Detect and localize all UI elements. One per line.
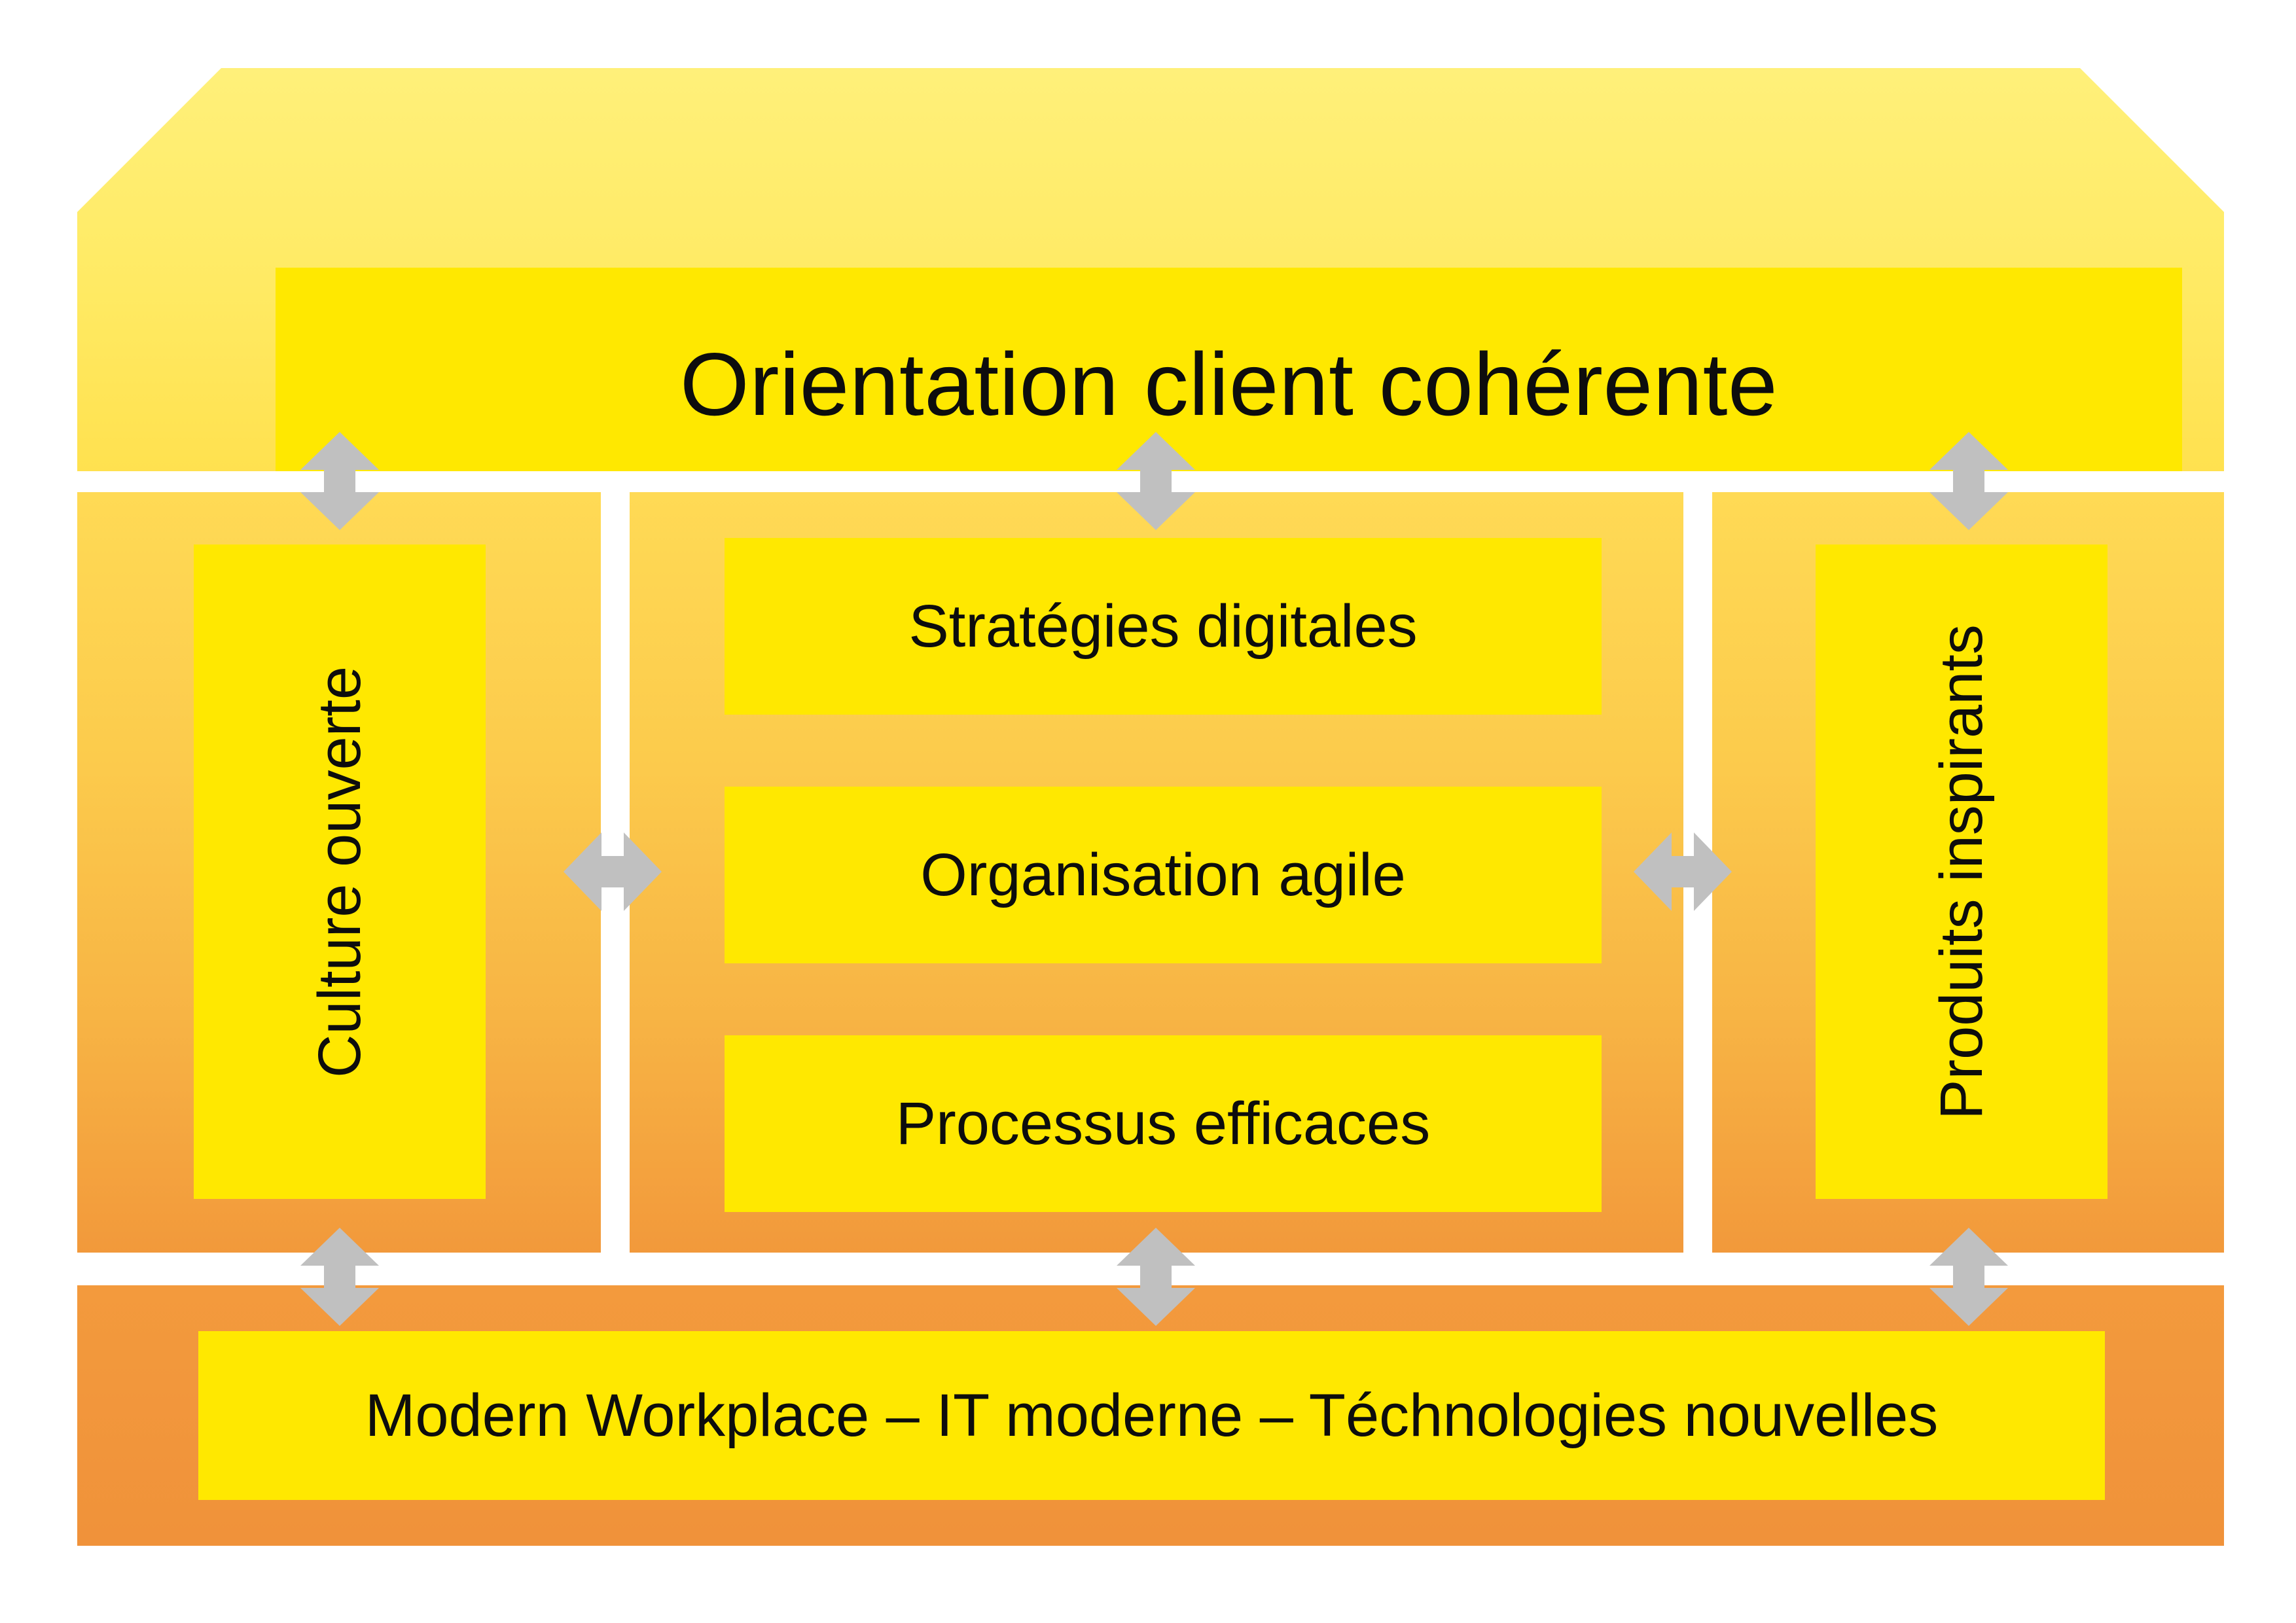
pillar-box-right: Produits inspirants xyxy=(1816,544,2108,1199)
double-arrow-vertical-icon xyxy=(1929,432,2008,530)
pillar-panel-left: Culture ouverte xyxy=(77,492,601,1253)
double-arrow-horizontal-icon xyxy=(1634,832,1732,911)
double-arrow-vertical-icon xyxy=(1117,1228,1195,1326)
center-box-organisation-agile: Organisation agile xyxy=(725,787,1602,963)
foundation-box: Modern Workplace – IT moderne – Téchnolo… xyxy=(198,1331,2105,1500)
center-box-strategies-digitales: Stratégies digitales xyxy=(725,538,1602,715)
pillar-label-produits-inspirants: Produits inspirants xyxy=(1928,624,1995,1120)
double-arrow-vertical-icon xyxy=(300,1228,379,1326)
foundation-label: Modern Workplace – IT moderne – Téchnolo… xyxy=(365,1382,1939,1449)
pillar-panel-right: Produits inspirants xyxy=(1712,492,2224,1253)
foundation-band: Modern Workplace – IT moderne – Téchnolo… xyxy=(77,1285,2224,1546)
double-arrow-vertical-icon xyxy=(300,432,379,530)
page-title: Orientation client cohérente xyxy=(679,334,1778,434)
center-panel: Stratégies digitales Organisation agile … xyxy=(630,492,1683,1253)
double-arrow-horizontal-icon xyxy=(564,832,662,911)
pillar-box-left: Culture ouverte xyxy=(194,544,486,1199)
roof-title-box: Orientation client cohérente xyxy=(276,268,2182,501)
roof-band: Orientation client cohérente xyxy=(77,68,2224,471)
pillar-label-culture-ouverte: Culture ouverte xyxy=(306,666,373,1078)
center-label-1: Stratégies digitales xyxy=(908,592,1418,660)
center-label-2: Organisation agile xyxy=(920,841,1406,908)
double-arrow-vertical-icon xyxy=(1929,1228,2008,1326)
center-label-3: Processus efficaces xyxy=(895,1090,1431,1157)
center-box-processus-efficaces: Processus efficaces xyxy=(725,1035,1602,1212)
double-arrow-vertical-icon xyxy=(1117,432,1195,530)
